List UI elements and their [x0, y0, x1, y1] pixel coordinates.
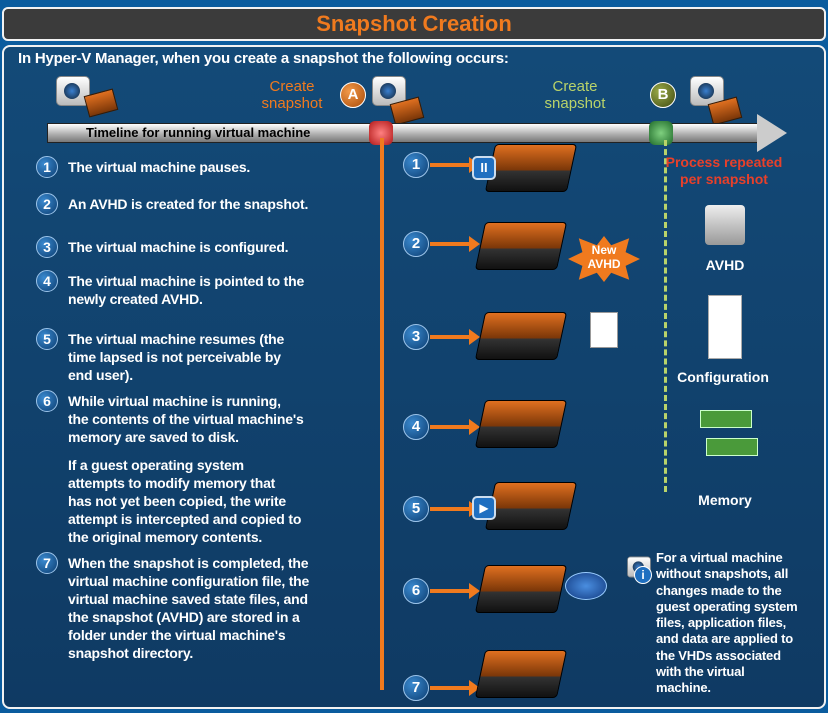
step-6-text: While virtual machine is running,the con…	[68, 393, 304, 445]
flow-arrow	[430, 501, 480, 517]
memory-label: Memory	[698, 492, 752, 508]
flow-arrow	[430, 583, 480, 599]
flow-arrow	[430, 329, 480, 345]
flow-arrow	[430, 680, 480, 696]
step-number: 7	[36, 552, 58, 574]
memory-icon	[706, 438, 758, 456]
repeat-dashed-line	[664, 140, 667, 492]
memory-icon	[700, 410, 752, 428]
flow-arrow	[430, 419, 480, 435]
pause-icon: II	[472, 156, 496, 180]
server-icon	[474, 565, 568, 613]
marker-b-badge: B	[650, 82, 676, 108]
play-icon: ▶	[472, 496, 496, 520]
marker-a-badge: A	[340, 82, 366, 108]
disk-icon	[565, 572, 607, 600]
camera-icon	[690, 76, 724, 106]
flow-step-number: 5	[403, 496, 429, 522]
info-icon: i	[634, 566, 652, 584]
snapshot-b-marker	[649, 121, 673, 145]
server-icon	[484, 482, 578, 530]
process-line	[380, 138, 384, 690]
avhd-label: AVHD	[705, 257, 745, 273]
flow-step-number: 1	[403, 152, 429, 178]
step-number: 6	[36, 390, 58, 412]
server-icon	[474, 312, 568, 360]
flow-step-number: 7	[403, 675, 429, 701]
server-icon	[474, 400, 568, 448]
configuration-label: Configuration	[677, 369, 769, 385]
flow-arrow	[430, 157, 480, 173]
step-3-text: The virtual machine is configured.	[68, 239, 289, 255]
step-number: 5	[36, 328, 58, 350]
step-number: 2	[36, 193, 58, 215]
timeline-arrowhead	[757, 114, 787, 152]
flow-step-number: 6	[403, 578, 429, 604]
timeline-bar: Timeline for running virtual machine	[47, 123, 759, 143]
diagram-title: Snapshot Creation	[2, 7, 826, 41]
server-icon	[474, 650, 568, 698]
step-2-text: An AVHD is created for the snapshot.	[68, 196, 309, 212]
step-1-text: The virtual machine pauses.	[68, 159, 251, 175]
flow-step-number: 2	[403, 231, 429, 257]
avhd-icon	[705, 205, 745, 245]
camera-icon	[56, 76, 90, 106]
flow-arrow	[430, 236, 480, 252]
server-icon	[474, 222, 568, 270]
server-icon	[484, 144, 578, 192]
step-number: 3	[36, 236, 58, 258]
config-file-icon	[590, 312, 618, 348]
flow-step-number: 3	[403, 324, 429, 350]
step-number: 4	[36, 270, 58, 292]
flow-step-number: 4	[403, 414, 429, 440]
configuration-icon	[708, 295, 742, 359]
intro-text: In Hyper-V Manager, when you create a sn…	[18, 50, 509, 67]
step-number: 1	[36, 156, 58, 178]
